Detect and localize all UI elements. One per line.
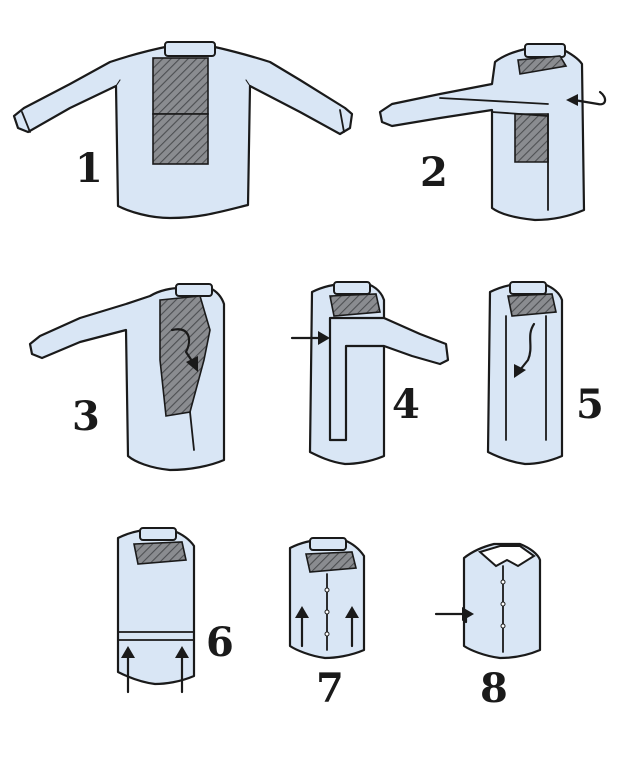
fold-arrowhead-7b bbox=[345, 606, 359, 618]
cuff-left-1 bbox=[21, 111, 31, 133]
shirt-button-8b bbox=[500, 601, 506, 607]
step-5-figure: 5 bbox=[486, 281, 604, 466]
step-2-figure: 2 bbox=[378, 43, 607, 222]
fold-arrow-3 bbox=[170, 328, 196, 366]
shirt-body-2 bbox=[378, 46, 586, 222]
shirt-button-7a bbox=[324, 587, 330, 593]
shirt-body-8 bbox=[462, 542, 542, 660]
fold-arrowhead-4 bbox=[318, 331, 330, 345]
collar-back-5 bbox=[509, 281, 547, 295]
step-5-number: 5 bbox=[576, 381, 604, 428]
fold-arrow-5 bbox=[518, 322, 536, 372]
collar-back-2 bbox=[524, 43, 566, 58]
step-1-number: 1 bbox=[75, 145, 103, 192]
collar-back-4 bbox=[333, 281, 371, 295]
step-4-figure: 4 bbox=[290, 281, 450, 466]
flip-arrow-8 bbox=[434, 612, 468, 624]
yoke-panel-upper-1 bbox=[152, 57, 209, 115]
step-6-number: 6 bbox=[206, 619, 234, 666]
yoke-panel-5 bbox=[507, 293, 557, 317]
step-3-number: 3 bbox=[72, 393, 100, 440]
collar-back-1 bbox=[164, 41, 216, 57]
step-1-figure: 1 bbox=[12, 41, 354, 220]
step-8-figure: 8 bbox=[434, 542, 542, 712]
fold-arrow-2 bbox=[572, 90, 607, 106]
step-7-figure: 7 bbox=[288, 537, 366, 712]
fold-sleeve-line-2 bbox=[439, 97, 549, 105]
step-3-figure: 3 bbox=[28, 283, 226, 472]
yoke-panel-lower-1 bbox=[152, 113, 209, 165]
fold-inner-2 bbox=[491, 111, 549, 117]
fold-edge-3 bbox=[189, 411, 195, 451]
sleeve-seam-right-1 bbox=[245, 79, 251, 87]
sleeve-seam-left-1 bbox=[115, 79, 121, 87]
cuff-right-1 bbox=[339, 109, 345, 133]
fold-arrowhead-3 bbox=[186, 356, 198, 372]
fold-arrowhead-5 bbox=[514, 364, 526, 378]
fold-arrowhead-7a bbox=[295, 606, 309, 618]
collar-front-8 bbox=[477, 545, 536, 568]
fold-arrowhead-6a bbox=[121, 646, 135, 658]
folded-back-2 bbox=[514, 113, 549, 163]
yoke-panel-6 bbox=[133, 541, 187, 565]
step-7-number: 7 bbox=[316, 665, 344, 712]
flip-arrowhead-8 bbox=[462, 607, 474, 621]
shirt-button-7b bbox=[324, 609, 330, 615]
step-4-number: 4 bbox=[392, 381, 420, 428]
step-6-figure: 6 bbox=[116, 527, 234, 694]
yoke-panel-7 bbox=[305, 551, 358, 573]
collar-back-7 bbox=[309, 537, 347, 551]
fold-arrowhead-2 bbox=[566, 94, 578, 106]
step-2-number: 2 bbox=[420, 149, 448, 196]
yoke-panel-2 bbox=[517, 55, 568, 75]
sleeve-fold-4 bbox=[328, 316, 450, 442]
collar-back-6 bbox=[139, 527, 177, 541]
shirt-button-7c bbox=[324, 631, 330, 637]
shirt-button-8c bbox=[500, 623, 506, 629]
folded-back-3 bbox=[159, 295, 211, 417]
step-8-number: 8 bbox=[480, 665, 508, 712]
fold-arrowhead-6b bbox=[175, 646, 189, 658]
yoke-panel-4 bbox=[329, 293, 381, 317]
shirt-button-8a bbox=[500, 579, 506, 585]
collar-back-3 bbox=[175, 283, 213, 297]
